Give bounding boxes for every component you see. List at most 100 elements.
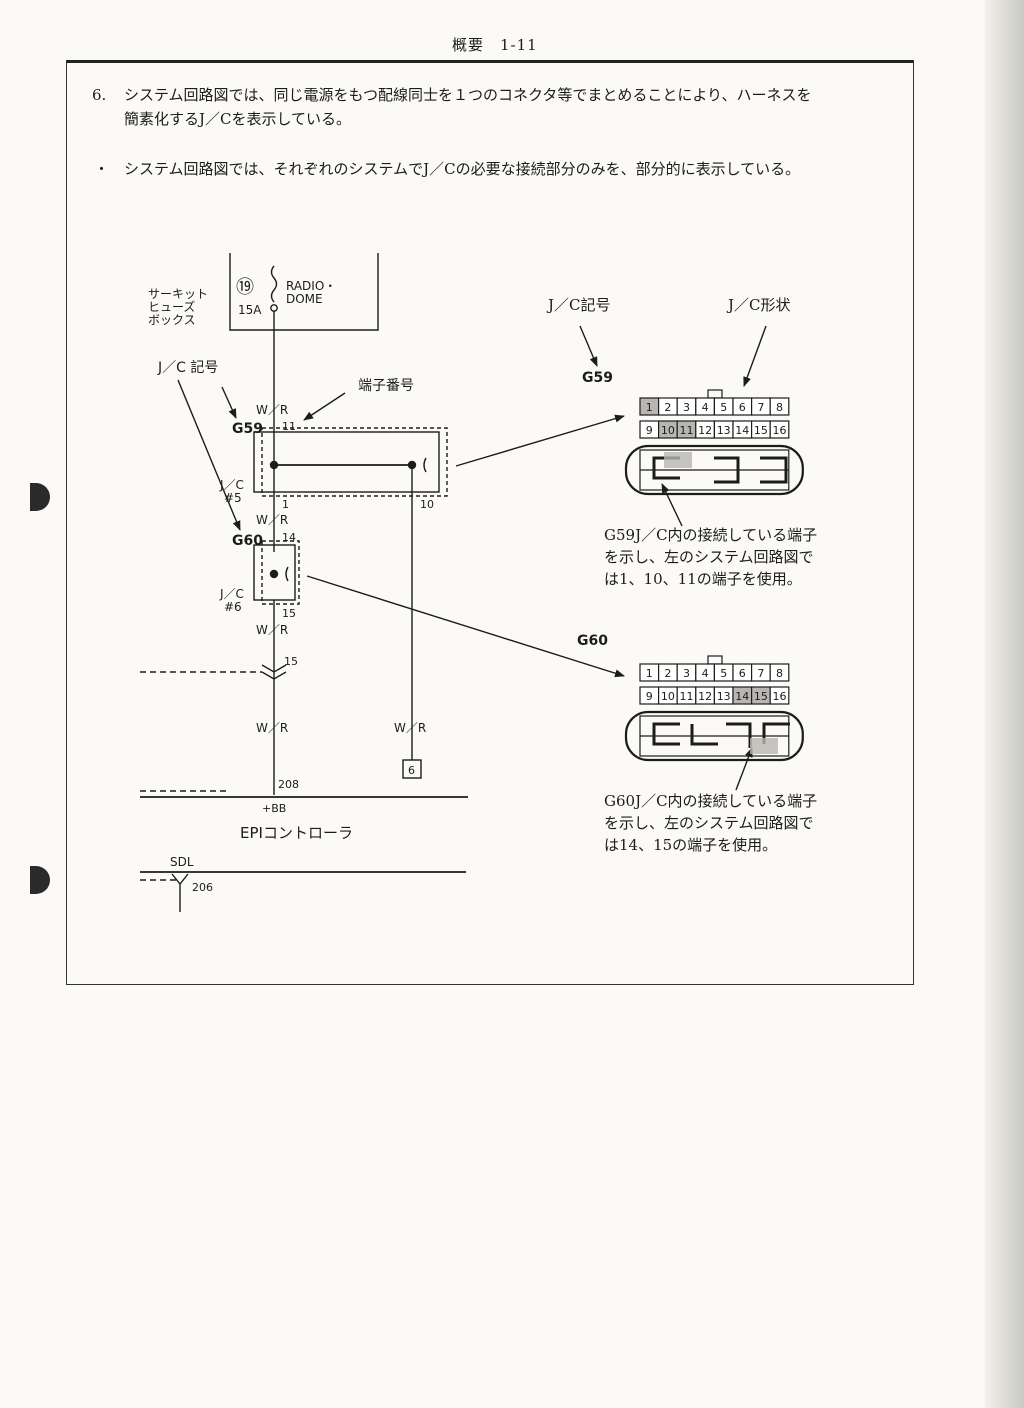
connector-pin-number: 11 — [680, 424, 694, 437]
connector-pin-number: 12 — [698, 424, 712, 437]
connector-bus-bar — [652, 722, 790, 748]
connector-pin-cell — [769, 686, 790, 705]
wire-color-label: W／R — [256, 623, 288, 637]
arrow — [177, 379, 241, 531]
junction-dot — [269, 569, 279, 579]
connector-pin-number: 15 — [754, 424, 768, 437]
bullet-text: システム回路図では、それぞれのシステムでJ／Cの必要な接続部分のみを、部分的に表… — [124, 160, 801, 178]
item-text-line2: 簡素化するJ／Cを表示している。 — [124, 110, 352, 128]
wire-color-label: W／R — [394, 721, 426, 735]
connector-pin-number: 10 — [661, 690, 675, 703]
jc5-label-1: J／C — [219, 478, 244, 492]
arrow — [455, 414, 625, 467]
terminal-box-6 — [402, 759, 422, 779]
connector-pin-number: 12 — [698, 690, 712, 703]
fuse-amp: 15A — [238, 303, 262, 317]
connector-pin-number: 13 — [717, 690, 731, 703]
fuse-box-outline — [229, 253, 379, 331]
jc-shape-label: J／C形状 — [726, 296, 791, 314]
jc5-break-icon — [423, 457, 427, 473]
page-header: 概要 1-11 — [452, 36, 538, 54]
connector-pin-number: 13 — [717, 424, 731, 437]
connector-pin-number: 14 — [735, 690, 749, 703]
fuse-terminal — [270, 304, 278, 312]
arrow — [221, 386, 237, 419]
terminal-number-label: 端子番号 — [358, 378, 414, 394]
connector-mark-icon — [261, 664, 287, 680]
item-text-line1: システム回路図では、同じ電源をもつ配線同士を１つのコネクタ等でまとめることにより… — [124, 86, 812, 104]
g59-connector-label: G59 — [582, 370, 613, 386]
fuse-icon — [270, 265, 278, 303]
pin-206: 206 — [192, 881, 213, 894]
g60-connector-label: G60 — [577, 633, 608, 649]
connector-pin-cell — [769, 663, 790, 682]
g59-note-3: は1、10、11の端子を使用。 — [604, 570, 802, 588]
arrow — [661, 483, 683, 527]
connector-pin-cell — [769, 420, 790, 439]
sdl-tap-icon — [171, 873, 189, 912]
jc6-label-1: J／C — [219, 587, 244, 601]
g59-note-2: を示し、左のシステム回路図で — [604, 548, 814, 566]
item-number: 6. — [92, 86, 107, 104]
connector-pin-number: 16 — [773, 690, 787, 703]
connector-face-outline — [624, 444, 804, 496]
connector-pin-number: 11 — [680, 690, 694, 703]
connector-pin-number: 5 — [720, 401, 727, 414]
wire-color-label: W／R — [256, 721, 288, 735]
jc5-label-2: #5 — [224, 491, 242, 505]
connector-pin-number: 9 — [646, 424, 653, 437]
jc-symbol-label-2: J／C記号 — [546, 296, 611, 314]
punch-hole — [30, 866, 50, 894]
connector-pin-number: 14 — [735, 424, 749, 437]
connector-pin-number: 4 — [702, 667, 709, 680]
jc5-box — [253, 431, 440, 493]
g59-note-1: G59J／C内の接続している端子 — [604, 526, 817, 544]
connector-shaded-terminal — [750, 738, 778, 754]
jc6-dashed-outline — [261, 540, 300, 605]
connector-key-tab — [707, 655, 723, 665]
content-frame — [66, 60, 914, 985]
fuse-number: ⑲ — [236, 277, 254, 298]
jc6-break-icon — [285, 566, 289, 582]
terminal-6-label: 6 — [408, 764, 415, 777]
connector-pin-number: 16 — [773, 424, 787, 437]
pin-15: 15 — [282, 607, 296, 620]
connector-pin-number: 4 — [702, 401, 709, 414]
g60-note-2: を示し、左のシステム回路図で — [604, 814, 814, 832]
pin-15: 15 — [284, 655, 298, 668]
connector-pin-number: 6 — [739, 667, 746, 680]
arrow — [743, 325, 767, 387]
connector-pin-number: 6 — [739, 401, 746, 414]
connector-pin-number: 7 — [757, 401, 764, 414]
connector-pin-cell — [769, 397, 790, 416]
header-rule — [66, 60, 913, 63]
connector-key-tab — [707, 389, 723, 399]
pin-208: 208 — [278, 778, 299, 791]
jc-symbol-label: J／C 記号 — [157, 359, 218, 376]
arrow — [735, 747, 753, 791]
fuse-box-label-2: ヒューズ — [148, 299, 195, 314]
sdl-label: SDL — [170, 855, 194, 869]
fuse-box-label-3: ボックス — [148, 313, 196, 327]
connector-pin-number: 3 — [683, 401, 690, 414]
connector-pin-number: 8 — [776, 401, 783, 414]
g59-label: G59 — [232, 421, 263, 437]
fuse-name-1: RADIO・ — [286, 279, 336, 293]
wire-color-label: W／R — [256, 403, 288, 417]
arrow — [303, 392, 346, 421]
g60-note-1: G60J／C内の接続している端子 — [604, 792, 817, 810]
fuse-name-2: DOME — [286, 292, 323, 306]
plus-bb-label: +BB — [262, 802, 286, 815]
arrow — [579, 325, 598, 367]
jc5-dashed-outline — [261, 427, 448, 497]
connector-pin-number: 8 — [776, 667, 783, 680]
connector-pin-number: 3 — [683, 667, 690, 680]
g60-label: G60 — [232, 533, 263, 549]
fuse-box-label-1: サーキット — [148, 287, 208, 301]
epi-controller-label: EPIコントローラ — [240, 824, 353, 842]
connector-face-outline — [624, 710, 804, 762]
connector-pin-number: 10 — [661, 424, 675, 437]
